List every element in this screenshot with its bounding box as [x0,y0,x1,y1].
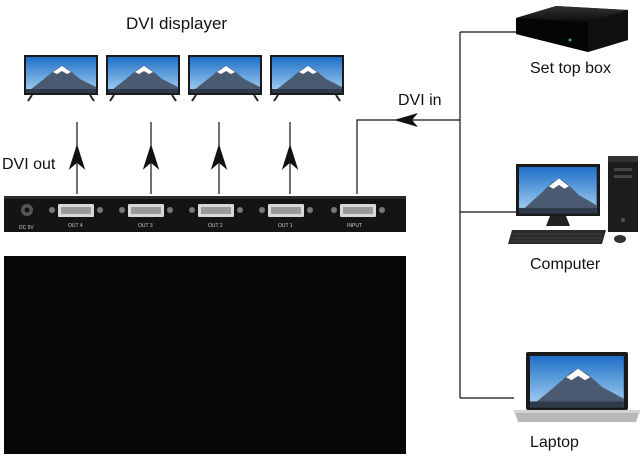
dvi-port-icon [259,204,313,217]
port-label-out2: OUT 2 [208,223,223,229]
splitter-front-panel [4,256,406,454]
arrow-left-icon [394,113,418,127]
dvi-port-icon [189,204,243,217]
monitor-icon [270,55,344,102]
dvi-port-icon [119,204,173,217]
monitor-icon [24,55,98,102]
arrow-up-icon [281,122,299,194]
desktop-computer-icon [508,156,638,244]
dvi-port-icon [49,204,103,217]
power-jack-icon [21,204,33,216]
arrow-up-icon [142,122,160,194]
power-label: DC 5V [19,225,34,231]
set-top-box-label: Set top box [530,60,611,77]
dvi-out-label: DVI out [2,156,56,173]
dvi-in-label: DVI in [398,92,442,109]
port-label-out1: OUT 1 [278,223,293,229]
laptop-icon [514,352,640,422]
dvi-splitter: DC 5V OUT 4 OUT 3 OUT 2 [4,196,406,232]
output-arrows [68,122,299,194]
computer-label: Computer [530,256,601,273]
input-connections [356,31,520,399]
monitor-icon [188,55,262,102]
displays-title: DVI displayer [126,14,228,33]
port-label-out4: OUT 4 [68,223,83,229]
arrow-up-icon [68,122,86,194]
laptop-label: Laptop [530,434,579,451]
arrow-up-icon [210,122,228,194]
dvi-port-icon [331,204,385,217]
port-label-input: INPUT [347,223,362,229]
port-label-out3: OUT 3 [138,223,153,229]
set-top-box-icon [516,6,628,52]
monitor-icon [106,55,180,102]
